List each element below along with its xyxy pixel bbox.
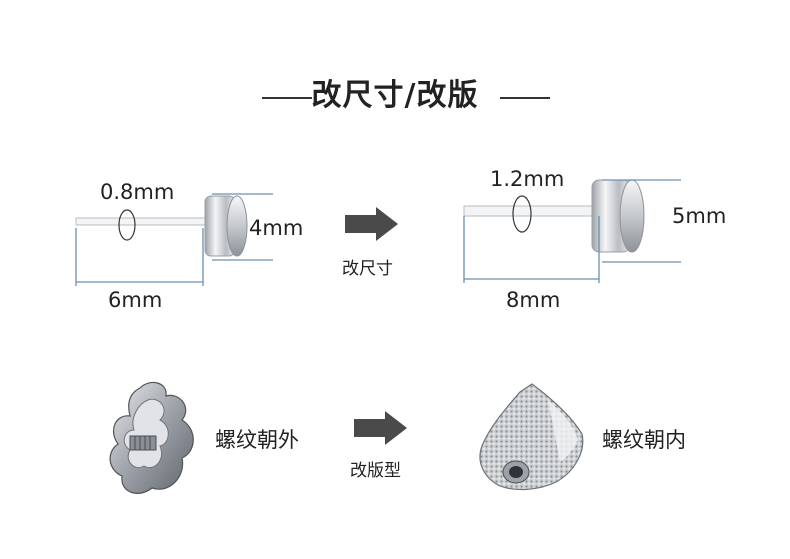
length-label-before: 6mm <box>108 288 163 312</box>
head-label-after: 5mm <box>672 204 727 228</box>
arrow-label-style: 改版型 <box>350 461 401 481</box>
title-line-right <box>500 97 550 99</box>
thread-in-label: 螺纹朝内 <box>602 428 686 452</box>
thickness-label-before: 0.8mm <box>100 180 175 204</box>
title-line-left <box>262 97 312 99</box>
earring-before <box>75 193 273 286</box>
earring-after <box>463 179 681 283</box>
head-label-before: 4mm <box>249 216 304 240</box>
flower-part-thread-out <box>109 381 194 494</box>
pin-after <box>463 205 601 217</box>
page-title: 改尺寸/改版 <box>311 78 479 113</box>
arrow-label-size: 改尺寸 <box>342 259 393 279</box>
cone-part-thread-in <box>479 383 584 491</box>
arrow-icon-style <box>354 411 407 445</box>
thread-out-label: 螺纹朝外 <box>215 428 299 452</box>
thickness-label-after: 1.2mm <box>490 167 565 191</box>
thickness-ring-before <box>118 209 136 241</box>
cap-face-after <box>619 179 645 253</box>
arrow-icon-size <box>345 207 398 241</box>
pin-before <box>75 217 209 226</box>
thickness-ring-after <box>512 195 532 233</box>
cap-face-before <box>226 195 248 257</box>
length-label-after: 8mm <box>506 288 561 312</box>
